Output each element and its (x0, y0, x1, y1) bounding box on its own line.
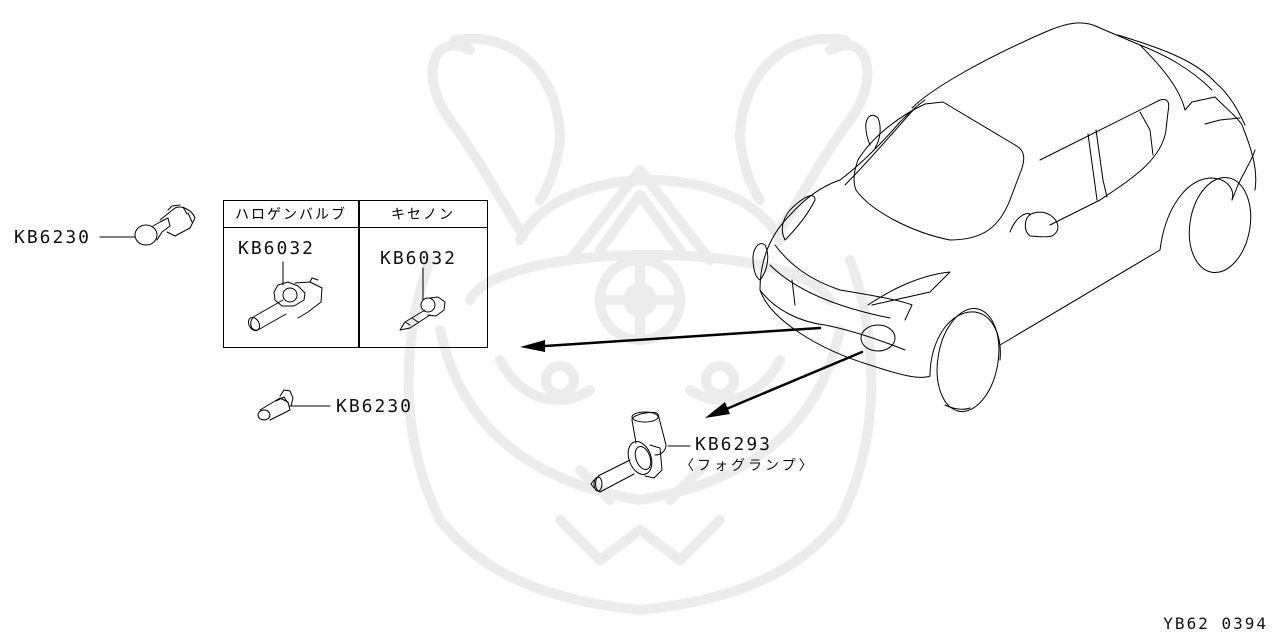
figure-code: YB62 0394 (1163, 614, 1268, 633)
part-label-kb6293[interactable]: KB6293 (695, 434, 773, 455)
bulb-kb6293-fog (590, 411, 691, 493)
arrow-foglamp-to-bulb (705, 350, 864, 418)
part-label-kb6032-xenon[interactable]: KB6032 (380, 248, 458, 269)
bulb-kb6230-side (99, 204, 196, 246)
part-label-kb6032-halogen[interactable]: KB6032 (238, 238, 316, 259)
bulb-kb6230-wedge (257, 389, 331, 421)
table-column-divider (358, 201, 360, 347)
table-header-xenon: キセノン (359, 201, 487, 228)
bulb-kb6032-xenon (399, 267, 446, 331)
part-note-fog-lamp: 〈フォグランプ〉 (680, 458, 816, 474)
part-label-kb6230-top[interactable]: KB6230 (14, 227, 92, 248)
car-outline (752, 22, 1257, 412)
part-label-kb6230-bottom[interactable]: KB6230 (336, 396, 414, 417)
arrow-headlamp-to-table (520, 326, 822, 352)
table-header-halogen: ハロゲンバルブ (224, 201, 358, 228)
bulb-kb6032-halogen (247, 261, 323, 332)
bulb-type-table: ハロゲンバルブ キセノン (223, 200, 488, 348)
